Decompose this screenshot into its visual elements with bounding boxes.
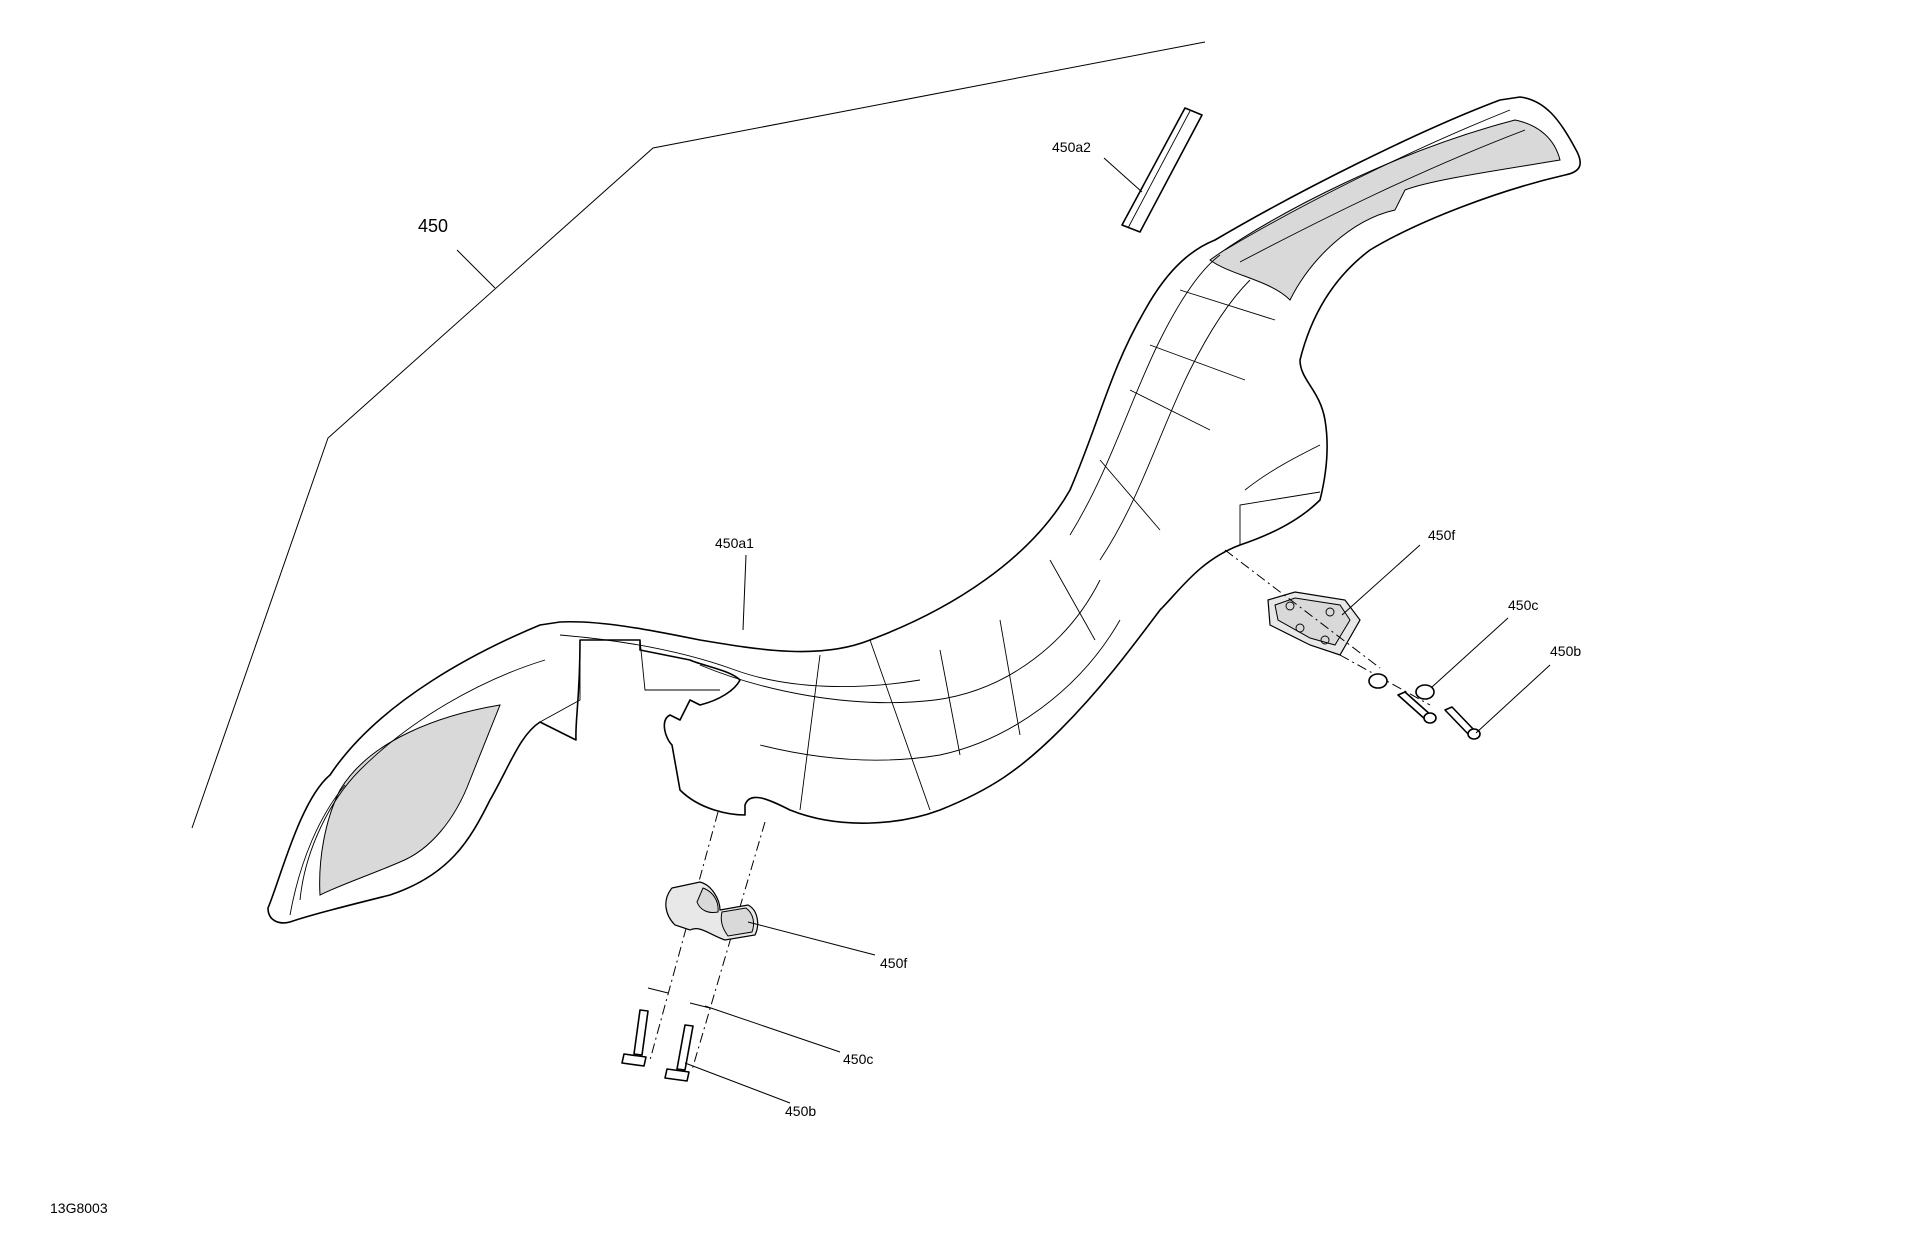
- screw-lower-2: [664, 1024, 694, 1082]
- leader-450a2: [1103, 157, 1143, 193]
- clamp-right-450f: [1267, 591, 1361, 656]
- leader-450f-right: [1341, 544, 1421, 616]
- callout-450c-right: 450c: [1508, 597, 1538, 613]
- protector-strip-450a2: [1121, 107, 1203, 233]
- callout-450f-right: 450f: [1428, 527, 1455, 543]
- axis-lower-2: [691, 821, 766, 1071]
- assembly-leader: [456, 249, 496, 289]
- axis-lower-1: [649, 811, 719, 1061]
- washer-lower-2: [689, 1002, 711, 1009]
- washer-lower-1: [647, 987, 669, 994]
- handlebar-protector-450a1: [267, 96, 1581, 924]
- callout-450b-right: 450b: [1550, 643, 1581, 659]
- leader-450f-lower: [747, 921, 876, 956]
- callout-450a1: 450a1: [715, 535, 754, 551]
- callout-450a2: 450a2: [1052, 139, 1091, 155]
- screw-lower-1: [621, 1009, 649, 1067]
- leader-450c-lower: [704, 1005, 841, 1053]
- callout-450: 450: [418, 216, 448, 236]
- washer-right-2: [1415, 684, 1435, 700]
- screw-right-1: [1397, 691, 1437, 724]
- axis-right-2: [1339, 654, 1431, 706]
- clamp-lower-450f: [665, 881, 759, 941]
- leader-450b-lower: [684, 1062, 791, 1104]
- assembly-bracket-line: [191, 41, 1206, 829]
- washer-right-1: [1368, 673, 1388, 689]
- axis-right-1: [1224, 549, 1381, 669]
- reference-code: 13G8003: [50, 1200, 108, 1216]
- leader-450b-right: [1475, 664, 1551, 734]
- leader-450a1: [742, 554, 747, 631]
- callout-450f-lower: 450f: [880, 955, 907, 971]
- screw-right-2: [1444, 706, 1481, 740]
- leader-450c-right: [1431, 617, 1509, 688]
- callout-450b-lower: 450b: [785, 1103, 816, 1119]
- callout-450c-lower: 450c: [843, 1051, 873, 1067]
